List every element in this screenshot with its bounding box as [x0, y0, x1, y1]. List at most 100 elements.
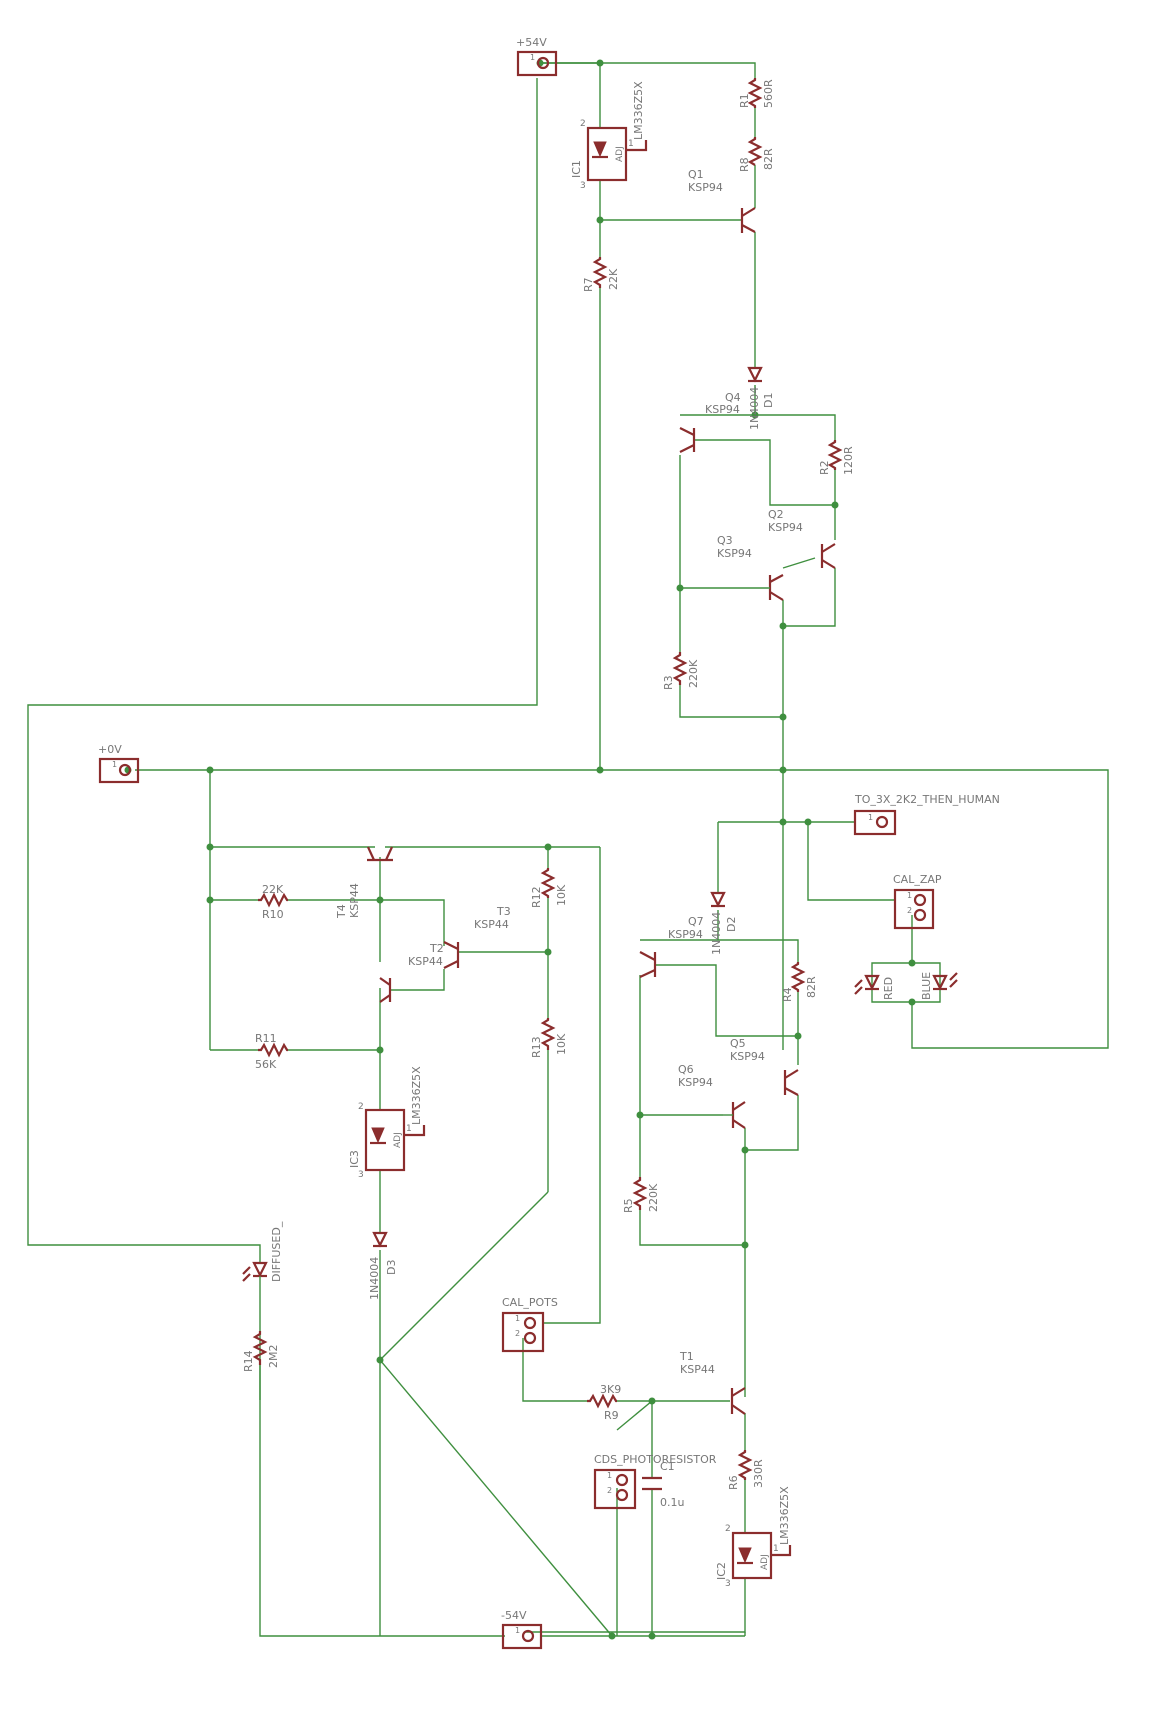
connector-cds-photoresistor: CDS_PHOTORESISTOR 1 2	[593, 1453, 717, 1510]
svg-text:1N4004: 1N4004	[710, 912, 723, 955]
svg-text:22K: 22K	[262, 883, 284, 896]
svg-text:KSP44: KSP44	[474, 918, 509, 931]
led-red: RED	[854, 974, 895, 1000]
svg-text:2: 2	[580, 119, 586, 129]
svg-text:10K: 10K	[555, 884, 568, 906]
svg-text:KSP94: KSP94	[717, 547, 752, 560]
resistor-r11: R11 56K	[255, 1032, 288, 1071]
svg-text:1: 1	[112, 760, 117, 769]
svg-text:R5: R5	[622, 1198, 635, 1213]
svg-text:1: 1	[773, 1544, 779, 1554]
svg-text:KSP44: KSP44	[680, 1363, 715, 1376]
svg-text:T4: T4	[335, 904, 348, 919]
resistor-r5: R5 220K	[622, 1177, 660, 1213]
resistor-r14: R14 2M2	[242, 1331, 280, 1372]
ic1-lm336: 2 3 1 ADJ IC1 LM336Z5X	[570, 81, 648, 191]
svg-text:560R: 560R	[762, 79, 775, 108]
svg-text:1: 1	[628, 139, 634, 149]
resistor-r1: R1 560R	[738, 78, 775, 108]
svg-text:10K: 10K	[555, 1033, 568, 1055]
connector-cal-pots: CAL_POTS 1 2	[501, 1296, 558, 1353]
label-ic1-value: LM336Z5X	[632, 81, 645, 140]
transistor-q4: Q4 KSP94	[679, 391, 741, 453]
transistor-q2: Q2 KSP94	[768, 508, 836, 569]
svg-text:Q2: Q2	[768, 508, 784, 521]
svg-text:R1: R1	[738, 93, 751, 108]
svg-text:T2: T2	[429, 942, 444, 955]
svg-text:R6: R6	[727, 1475, 740, 1490]
svg-text:56K: 56K	[255, 1058, 277, 1071]
svg-text:D3: D3	[385, 1260, 398, 1275]
svg-text:BLUE: BLUE	[920, 972, 933, 1000]
svg-text:KSP94: KSP94	[768, 521, 803, 534]
resistor-r3: R3 220K	[662, 652, 700, 690]
svg-text:Q7: Q7	[688, 915, 704, 928]
resistor-r12: R12 10K	[530, 868, 568, 908]
label-ic3: IC3	[348, 1150, 361, 1168]
connector-to-human: TO_3X_2K2_THEN_HUMAN 1	[853, 793, 1000, 836]
label-to-human: TO_3X_2K2_THEN_HUMAN	[854, 793, 1000, 806]
svg-text:2: 2	[725, 1524, 731, 1534]
label-ic2: IC2	[715, 1562, 728, 1580]
svg-text:R10: R10	[262, 908, 284, 921]
svg-text:1: 1	[515, 1626, 520, 1635]
transistor-q6: Q6 KSP94	[678, 1063, 746, 1129]
svg-text:1: 1	[530, 53, 535, 62]
svg-text:R12: R12	[530, 886, 543, 908]
transistor-t3: T3 KSP44	[379, 905, 511, 1003]
svg-text:KSP94: KSP94	[705, 403, 740, 416]
svg-text:2: 2	[515, 1329, 520, 1338]
svg-text:KSP44: KSP44	[408, 955, 443, 968]
svg-text:2: 2	[358, 1102, 364, 1112]
transistor-t2: T2 KSP44	[408, 941, 460, 969]
svg-text:Q6: Q6	[678, 1063, 694, 1076]
label-minus54v: -54V	[501, 1609, 527, 1622]
transistor-t4: T4 KSP44	[335, 846, 393, 919]
junctions	[124, 59, 916, 1640]
transistor-q5: Q5 KSP94	[730, 1037, 799, 1096]
svg-text:R9: R9	[604, 1409, 619, 1422]
svg-text:T1: T1	[679, 1350, 694, 1363]
svg-text:Q5: Q5	[730, 1037, 746, 1050]
diode-d1: D1 1N4004	[747, 366, 775, 430]
svg-text:KSP94: KSP94	[730, 1050, 765, 1063]
svg-text:KSP94: KSP94	[668, 928, 703, 941]
svg-text:R11: R11	[255, 1032, 277, 1045]
connector-zero-v: +0V 1	[98, 743, 140, 784]
svg-text:KSP94: KSP94	[678, 1076, 713, 1089]
svg-text:1: 1	[607, 1471, 612, 1480]
ic2-lm336: 2 3 1 ADJ IC2 LM336Z5X	[715, 1486, 792, 1589]
svg-text:KSP94: KSP94	[688, 181, 723, 194]
svg-text:0.1u: 0.1u	[660, 1496, 684, 1509]
svg-text:R13: R13	[530, 1036, 543, 1058]
led-diffused: DIFFUSED_	[242, 1221, 283, 1331]
svg-text:R4: R4	[781, 987, 794, 1002]
resistor-r9: 3K9 R9	[587, 1383, 621, 1422]
svg-text:R2: R2	[818, 460, 831, 475]
resistor-r7: R7 22K	[582, 257, 620, 292]
connector-minus54v: -54V 1	[501, 1609, 543, 1650]
svg-text:DIFFUSED_: DIFFUSED_	[270, 1221, 283, 1282]
svg-text:Q4: Q4	[725, 391, 741, 404]
svg-text:C1: C1	[660, 1460, 675, 1473]
svg-text:R14: R14	[242, 1350, 255, 1372]
resistor-r8: R8 82R	[738, 137, 775, 172]
transistor-t1: T1 KSP44	[679, 1350, 746, 1415]
transistor-q7: Q7 KSP94	[639, 915, 704, 978]
label-cds: CDS_PHOTORESISTOR	[594, 1453, 717, 1466]
svg-text:1: 1	[515, 1314, 520, 1323]
svg-text:1N4004: 1N4004	[748, 387, 761, 430]
svg-text:R8: R8	[738, 157, 751, 172]
svg-text:3: 3	[358, 1170, 364, 1180]
svg-text:220K: 220K	[647, 1183, 660, 1212]
svg-text:KSP44: KSP44	[348, 883, 361, 918]
label-cal-zap: CAL_ZAP	[893, 873, 942, 886]
svg-text:3: 3	[725, 1579, 731, 1589]
svg-text:1N4004: 1N4004	[368, 1257, 381, 1300]
svg-text:1: 1	[406, 1124, 412, 1134]
svg-text:Q3: Q3	[717, 534, 733, 547]
label-plus54v: +54V	[516, 36, 547, 49]
label-ic1: IC1	[570, 160, 583, 178]
ic3-lm336: 2 3 1 ADJ IC3 LM336Z5X	[348, 1066, 426, 1180]
